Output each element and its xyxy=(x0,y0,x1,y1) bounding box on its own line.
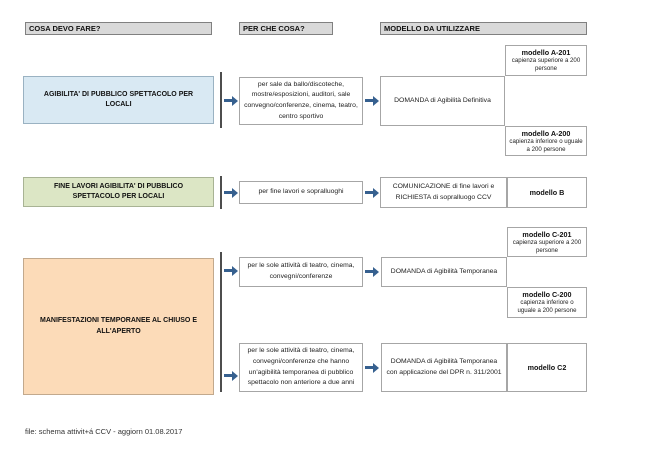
connector-line xyxy=(220,72,222,128)
action-box-domanda-dpr-311: DOMANDA di Agibilità Temporanea con appl… xyxy=(381,343,507,392)
arrow-right-icon xyxy=(224,187,238,198)
arrow-right-icon xyxy=(224,95,238,106)
arrow-right-icon xyxy=(224,370,238,381)
model-note: capienza superiore a 200 persone xyxy=(512,238,582,254)
model-name: modello C-201 xyxy=(522,229,572,239)
source-box-agibilita-locali: AGIBILITA' DI PUBBLICO SPETTACOLO PER LO… xyxy=(23,76,214,124)
column-header-per-che-cosa: PER CHE COSA? xyxy=(239,22,333,35)
model-name: modello C2 xyxy=(527,363,567,372)
arrow-right-icon xyxy=(224,265,238,276)
model-name: modello C-200 xyxy=(522,290,572,300)
model-box-b: modello B xyxy=(507,177,587,208)
connector-line xyxy=(220,176,222,209)
model-box-a200: modello A-200 capienza inferiore o ugual… xyxy=(505,126,587,156)
model-note: capienza inferiore o uguale a 200 person… xyxy=(509,137,583,153)
arrow-right-icon xyxy=(365,266,379,277)
arrow-right-icon xyxy=(365,95,379,106)
arrow-right-icon xyxy=(365,362,379,373)
model-note: capienza inferiore o uguale a 200 person… xyxy=(517,299,577,314)
file-footer-note: file: schema attivit+á CCV - aggiorn 01.… xyxy=(25,427,183,436)
model-box-c200: modello C-200 capienza inferiore o ugual… xyxy=(507,287,587,318)
model-name: modello A-200 xyxy=(521,128,571,138)
purpose-box-sale-ballo: per sale da ballo/discoteche, mostre/esp… xyxy=(239,77,363,125)
model-note: capienza superiore a 200 persone xyxy=(511,57,581,72)
purpose-box-teatro-cinema: per le sole attività di teatro, cinema, … xyxy=(239,257,363,287)
action-box-comunicazione-ccv: COMUNICAZIONE di fine lavori e RICHIESTA… xyxy=(380,177,507,208)
purpose-box-agibilita-non-anteriore: per le sole attività di teatro, cinema, … xyxy=(239,343,363,392)
model-box-c2: modello C2 xyxy=(507,343,587,392)
model-name: modello A-201 xyxy=(521,48,571,58)
model-name: modello B xyxy=(529,188,565,197)
source-box-fine-lavori: FINE LAVORI AGIBILITA' DI PUBBLICO SPETT… xyxy=(23,177,214,207)
model-box-c201: modello C-201 capienza superiore a 200 p… xyxy=(507,227,587,257)
purpose-box-fine-lavori: per fine lavori e sopralluoghi xyxy=(239,181,363,204)
column-header-modello-da-utilizzare: MODELLO DA UTILIZZARE xyxy=(380,22,587,35)
action-box-domanda-definitiva: DOMANDA di Agibilità Definitiva xyxy=(380,76,505,126)
action-box-domanda-temporanea: DOMANDA di Agibilità Temporanea xyxy=(381,257,507,287)
column-header-cosa-devo-fare: COSA DEVO FARE? xyxy=(25,22,212,35)
model-box-a201: modello A-201 capienza superiore a 200 p… xyxy=(505,45,587,76)
arrow-right-icon xyxy=(365,187,379,198)
connector-line xyxy=(220,252,222,392)
source-box-manifestazioni-temporanee: MANIFESTAZIONI TEMPORANEE AL CHIUSO E AL… xyxy=(23,258,214,395)
